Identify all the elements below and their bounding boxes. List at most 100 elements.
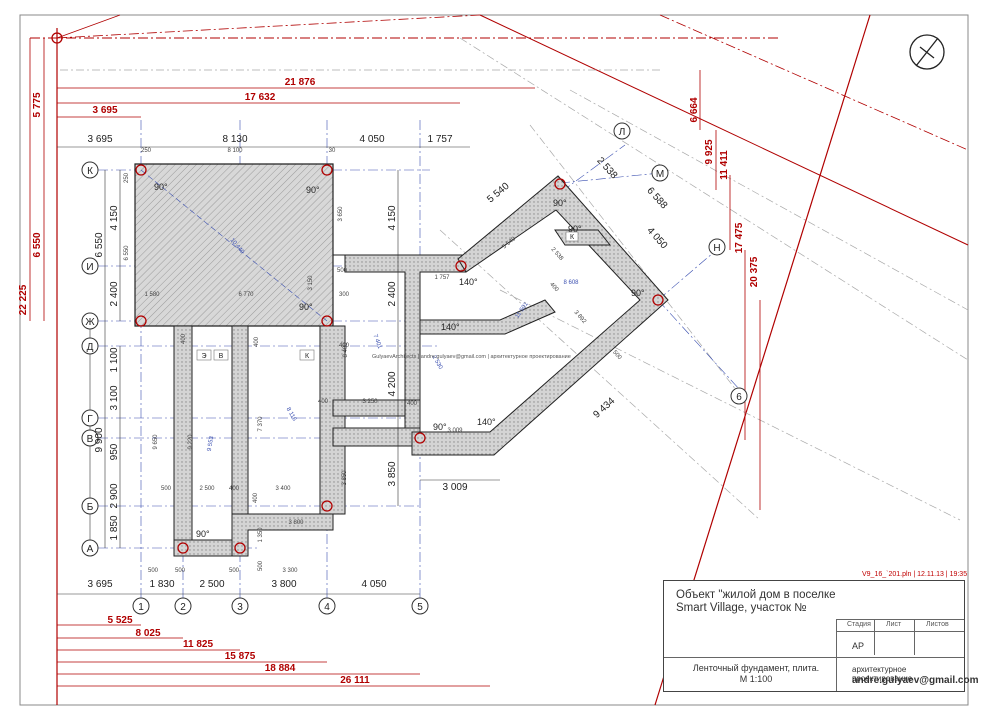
- angle-label: 90°: [553, 198, 567, 208]
- axis-bubbles-horizontal: К И Ж Д Г В Б А: [81, 161, 99, 557]
- angle-label: 90°: [568, 224, 582, 234]
- dim-5525: 5 525: [107, 615, 132, 626]
- svg-text:7 370: 7 370: [258, 416, 264, 432]
- dim-left-2400: 2 400: [109, 281, 120, 306]
- axis-label-k: К: [87, 166, 93, 177]
- angle-label: 90°: [299, 302, 313, 312]
- strip-foundation: [173, 175, 669, 557]
- dim-3695-red: 3 695: [92, 105, 117, 116]
- company-name: архитектурное проектирование: [852, 665, 913, 683]
- svg-text:6 770: 6 770: [238, 292, 254, 298]
- dim-22225: 22 225: [18, 284, 29, 315]
- dim-5775: 5 775: [32, 92, 43, 117]
- dim-20375: 20 375: [749, 256, 760, 287]
- svg-text:400: 400: [548, 282, 560, 294]
- svg-text:400: 400: [254, 336, 260, 347]
- svg-text:500: 500: [161, 486, 172, 492]
- axis-label-zh: Ж: [85, 317, 95, 328]
- stage-value: АР: [852, 641, 865, 651]
- black-dimension-texts: 3 695 8 130 4 050 1 757 4 150 2 400 1 10…: [87, 134, 669, 590]
- axis-label-b: Б: [87, 502, 94, 513]
- svg-text:3 892: 3 892: [572, 310, 587, 326]
- angle-label: 140°: [459, 277, 478, 287]
- dim-mid-9434: 9 434: [591, 395, 617, 420]
- dim-15875: 15 875: [225, 651, 256, 662]
- sheets-header: Листов: [926, 621, 949, 628]
- dim-6664: 6 664: [689, 97, 700, 122]
- dim-bottom-2500: 2 500: [199, 579, 224, 590]
- dim-mid-3009: 3 009: [442, 482, 467, 493]
- svg-text:3 150: 3 150: [308, 275, 314, 291]
- angle-label: 90°: [433, 422, 447, 432]
- axis-label-1: 1: [138, 602, 144, 613]
- svg-text:500: 500: [175, 568, 186, 574]
- axis-label-n: Н: [713, 243, 720, 254]
- svg-text:9 650: 9 650: [153, 434, 159, 450]
- axis-label-3: 3: [237, 602, 243, 613]
- angle-label: 140°: [477, 417, 496, 427]
- sheet-frame: [19, 14, 969, 706]
- svg-text:400: 400: [181, 333, 187, 344]
- svg-text:400: 400: [339, 343, 350, 349]
- sheet-header: Лист: [886, 621, 902, 628]
- dim-mid-6588: 6 588: [644, 185, 669, 211]
- object-name: Объект "жилой дом в поселке Smart Villag…: [676, 589, 836, 614]
- dim-26111: 26 111: [340, 675, 370, 686]
- dim-bottom-4050: 4 050: [361, 579, 386, 590]
- svg-text:7 401: 7 401: [372, 334, 383, 351]
- svg-text:400: 400: [229, 486, 240, 492]
- svg-text:2 500: 2 500: [199, 486, 215, 492]
- angle-label: 140°: [441, 322, 460, 332]
- svg-text:9 220: 9 220: [188, 434, 194, 450]
- dim-mid-4150: 4 150: [387, 205, 398, 230]
- svg-text:500: 500: [148, 568, 159, 574]
- svg-text:300: 300: [339, 292, 350, 298]
- svg-text:9 553: 9 553: [207, 435, 216, 451]
- construction-lines: [60, 37, 969, 521]
- dim-left-3100: 3 100: [109, 385, 120, 410]
- company-email: andre.gulyaev@gmail.com: [852, 675, 979, 686]
- svg-text:500: 500: [258, 560, 264, 571]
- axis-label-g: Г: [87, 414, 93, 425]
- axis-label-a: А: [87, 544, 94, 555]
- red-dimension-texts: 21 876 17 632 3 695 5 775 6 550 22 225 5…: [18, 77, 760, 686]
- dim-17632: 17 632: [245, 92, 276, 103]
- angle-label: 90°: [306, 185, 320, 195]
- svg-text:3 800: 3 800: [288, 520, 304, 526]
- dim-top-4050: 4 050: [359, 134, 384, 145]
- svg-text:3 850: 3 850: [342, 470, 348, 486]
- dim-top-3695: 3 695: [87, 134, 112, 145]
- title-block: Объект "жилой дом в поселке Smart Villag…: [663, 580, 978, 692]
- dim-21876: 21 876: [285, 77, 316, 88]
- svg-text:8 100: 8 100: [227, 148, 243, 154]
- dim-mid-4200: 4 200: [387, 371, 398, 396]
- svg-text:3 009: 3 009: [447, 428, 463, 434]
- dim-mid-5540: 5 540: [485, 181, 512, 206]
- svg-text:8 116: 8 116: [285, 407, 298, 423]
- svg-text:2 538: 2 538: [549, 247, 564, 263]
- svg-text:3 250: 3 250: [362, 399, 378, 405]
- dim-11825: 11 825: [183, 639, 213, 650]
- svg-text:3 400: 3 400: [275, 486, 291, 492]
- axis-bubbles-vertical: 1 2 3 4 5: [132, 597, 429, 615]
- dim-6550-red: 6 550: [32, 232, 43, 257]
- axis-label-4: 4: [324, 602, 330, 613]
- svg-text:400: 400: [253, 492, 259, 503]
- svg-text:400: 400: [407, 401, 418, 407]
- room-label: В: [219, 353, 224, 360]
- svg-text:500: 500: [337, 268, 348, 274]
- key-points: [51, 32, 664, 554]
- svg-text:30: 30: [329, 148, 336, 154]
- dim-9925: 9 925: [704, 139, 715, 164]
- room-label: К: [305, 353, 310, 360]
- watermark-text: GulyaevArchitects | andre.gulyaev@gmail.…: [372, 354, 571, 360]
- dim-11411: 11 411: [719, 150, 730, 180]
- axis-label-6: 6: [736, 392, 742, 403]
- angle-label: 90°: [154, 182, 168, 192]
- dim-bottom-3800: 3 800: [271, 579, 296, 590]
- svg-text:250: 250: [141, 148, 152, 154]
- dim-18884: 18 884: [265, 663, 296, 674]
- svg-text:3 300: 3 300: [282, 568, 298, 574]
- svg-text:8 400: 8 400: [343, 342, 349, 358]
